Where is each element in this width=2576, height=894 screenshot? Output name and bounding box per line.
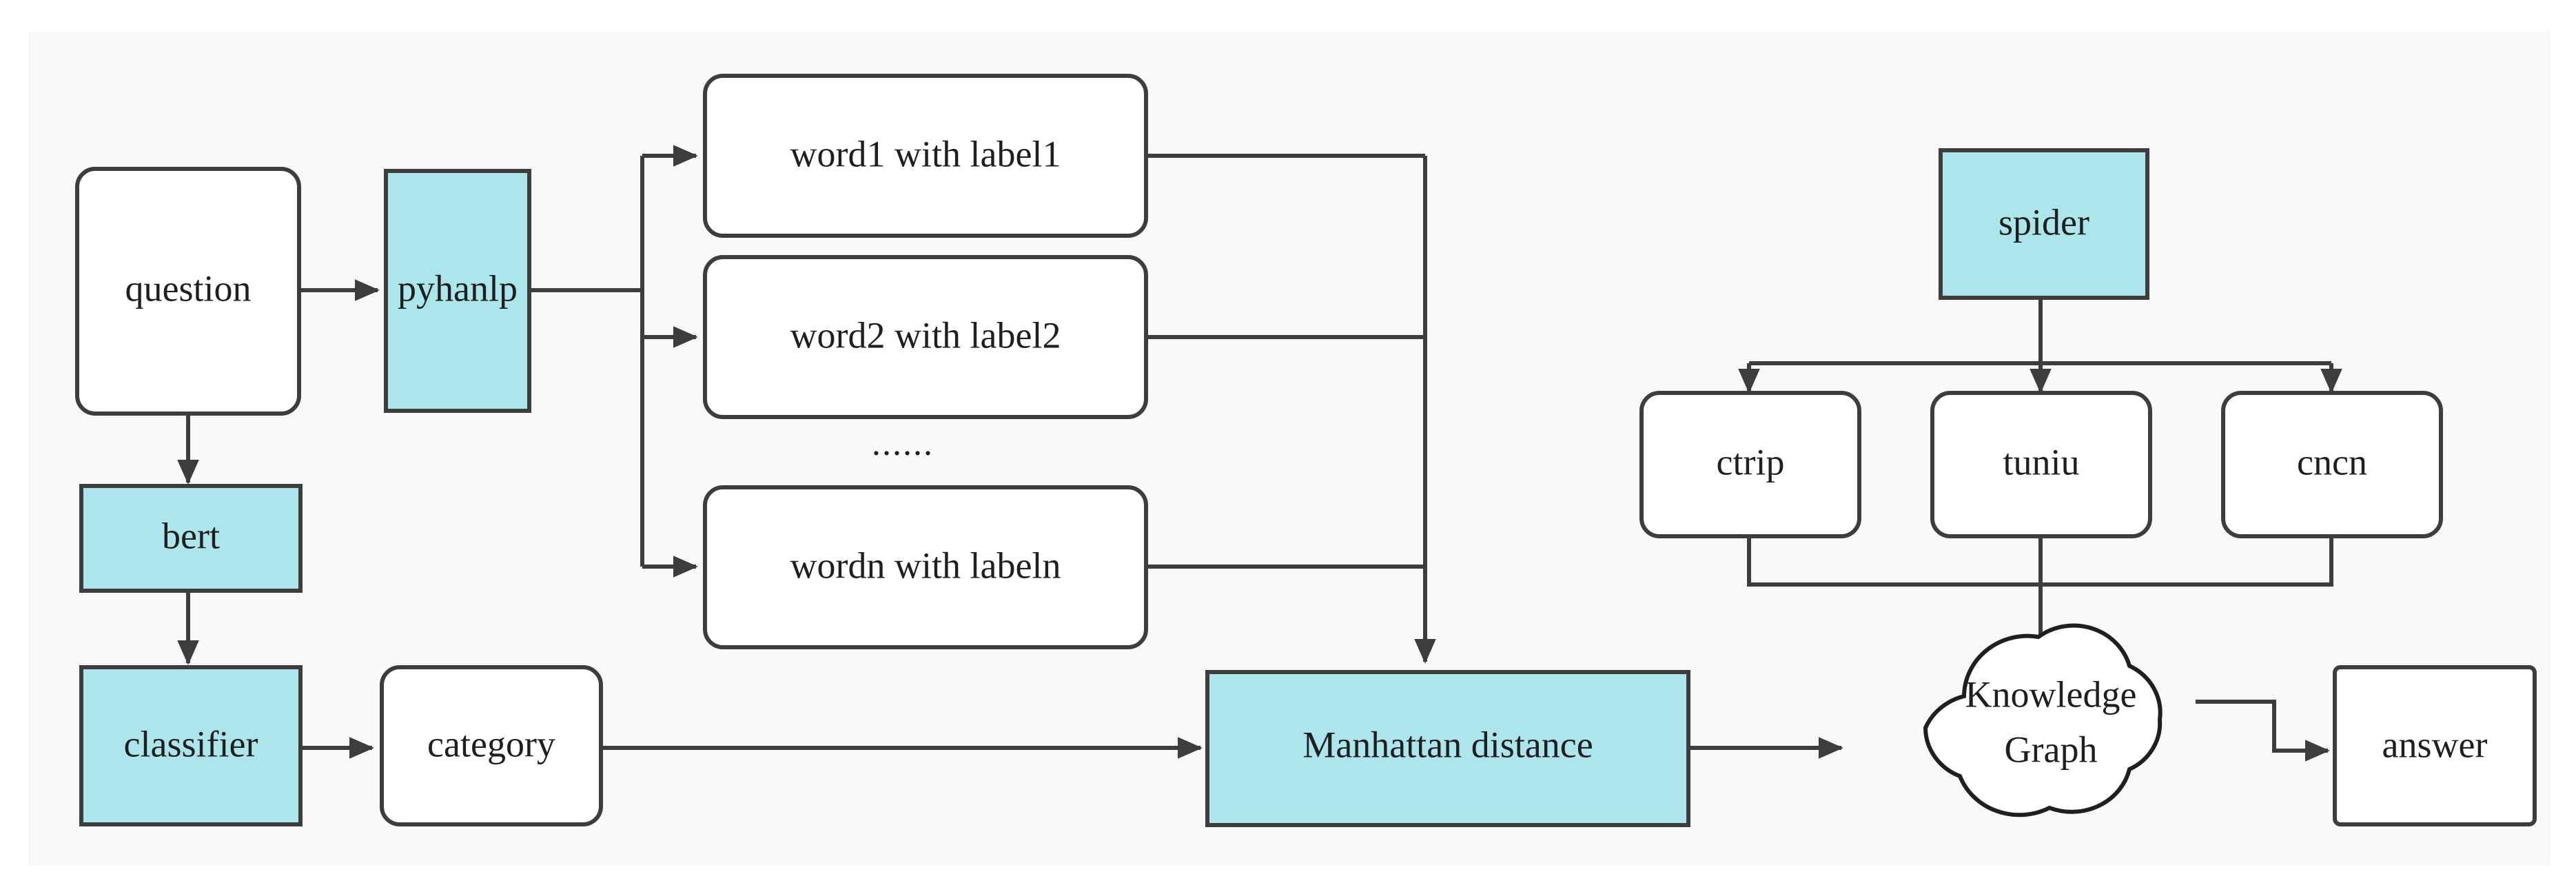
edge-cncn-to-kg <box>2041 536 2333 587</box>
node-cncn-label: cncn <box>2297 441 2367 482</box>
node-spider-shape[interactable] <box>1939 148 2149 300</box>
node-word1-label: word1 with label1 <box>790 133 1061 174</box>
node-pyhanlp-shape[interactable] <box>384 169 531 413</box>
cloud-icon[interactable] <box>1923 623 2163 817</box>
node-question[interactable]: question <box>75 167 301 416</box>
node-classifier-shape[interactable] <box>79 665 303 826</box>
node-wordn[interactable]: wordn with labeln <box>703 485 1148 649</box>
node-pyhanlp-label: pyhanlp <box>398 267 518 309</box>
node-word1[interactable]: word1 with label1 <box>703 74 1148 238</box>
node-answer-shape[interactable] <box>2333 665 2537 826</box>
node-ctrip-shape[interactable] <box>1639 391 1861 538</box>
node-cncn-shape[interactable] <box>2221 391 2443 538</box>
node-manhattan-label: Manhattan distance <box>1302 724 1593 765</box>
node-spider[interactable]: spider <box>1939 148 2149 300</box>
node-ctrip-label: ctrip <box>1717 441 1785 482</box>
node-bert-label: bert <box>162 515 220 556</box>
node-bert[interactable]: bert <box>79 484 303 593</box>
node-spider-label: spider <box>1999 201 2089 243</box>
node-wordn-shape[interactable] <box>703 485 1148 649</box>
node-word2-label: word2 with label2 <box>790 314 1061 356</box>
node-ctrip[interactable]: ctrip <box>1639 391 1861 538</box>
edge-kg-to-answer <box>2196 700 2330 762</box>
node-ellipsis-label: ...... <box>872 424 934 463</box>
node-word1-shape[interactable] <box>703 74 1148 238</box>
node-answer[interactable]: answer <box>2333 665 2537 826</box>
node-word2-shape[interactable] <box>703 255 1148 419</box>
node-kg-label-line2: Graph <box>2005 729 2098 770</box>
edge-ctrip-to-kg <box>1747 536 2041 587</box>
node-category[interactable]: category <box>380 665 603 826</box>
node-question-label: question <box>125 267 252 309</box>
node-answer-label: answer <box>2382 724 2488 765</box>
node-classifier-label: classifier <box>124 723 258 764</box>
node-category-label: category <box>427 723 555 764</box>
node-tuniu-shape[interactable] <box>1930 391 2152 538</box>
node-bert-shape[interactable] <box>79 484 303 593</box>
node-pyhanlp[interactable]: pyhanlp <box>384 169 531 413</box>
node-classifier[interactable]: classifier <box>79 665 303 826</box>
node-word2[interactable]: word2 with label2 <box>703 255 1148 419</box>
node-knowledge-graph[interactable]: Knowledge Graph <box>1923 623 2163 817</box>
node-manhattan-distance[interactable]: Manhattan distance <box>1205 670 1690 827</box>
node-question-shape[interactable] <box>75 167 301 416</box>
node-tuniu[interactable]: tuniu <box>1930 391 2152 538</box>
node-tuniu-label: tuniu <box>2003 441 2079 482</box>
node-wordn-label: wordn with labeln <box>790 545 1061 586</box>
node-category-shape[interactable] <box>380 665 603 826</box>
node-manhattan-shape[interactable] <box>1205 670 1690 827</box>
node-cncn[interactable]: cncn <box>2221 391 2443 538</box>
node-kg-label-line1: Knowledge <box>1965 673 2137 715</box>
